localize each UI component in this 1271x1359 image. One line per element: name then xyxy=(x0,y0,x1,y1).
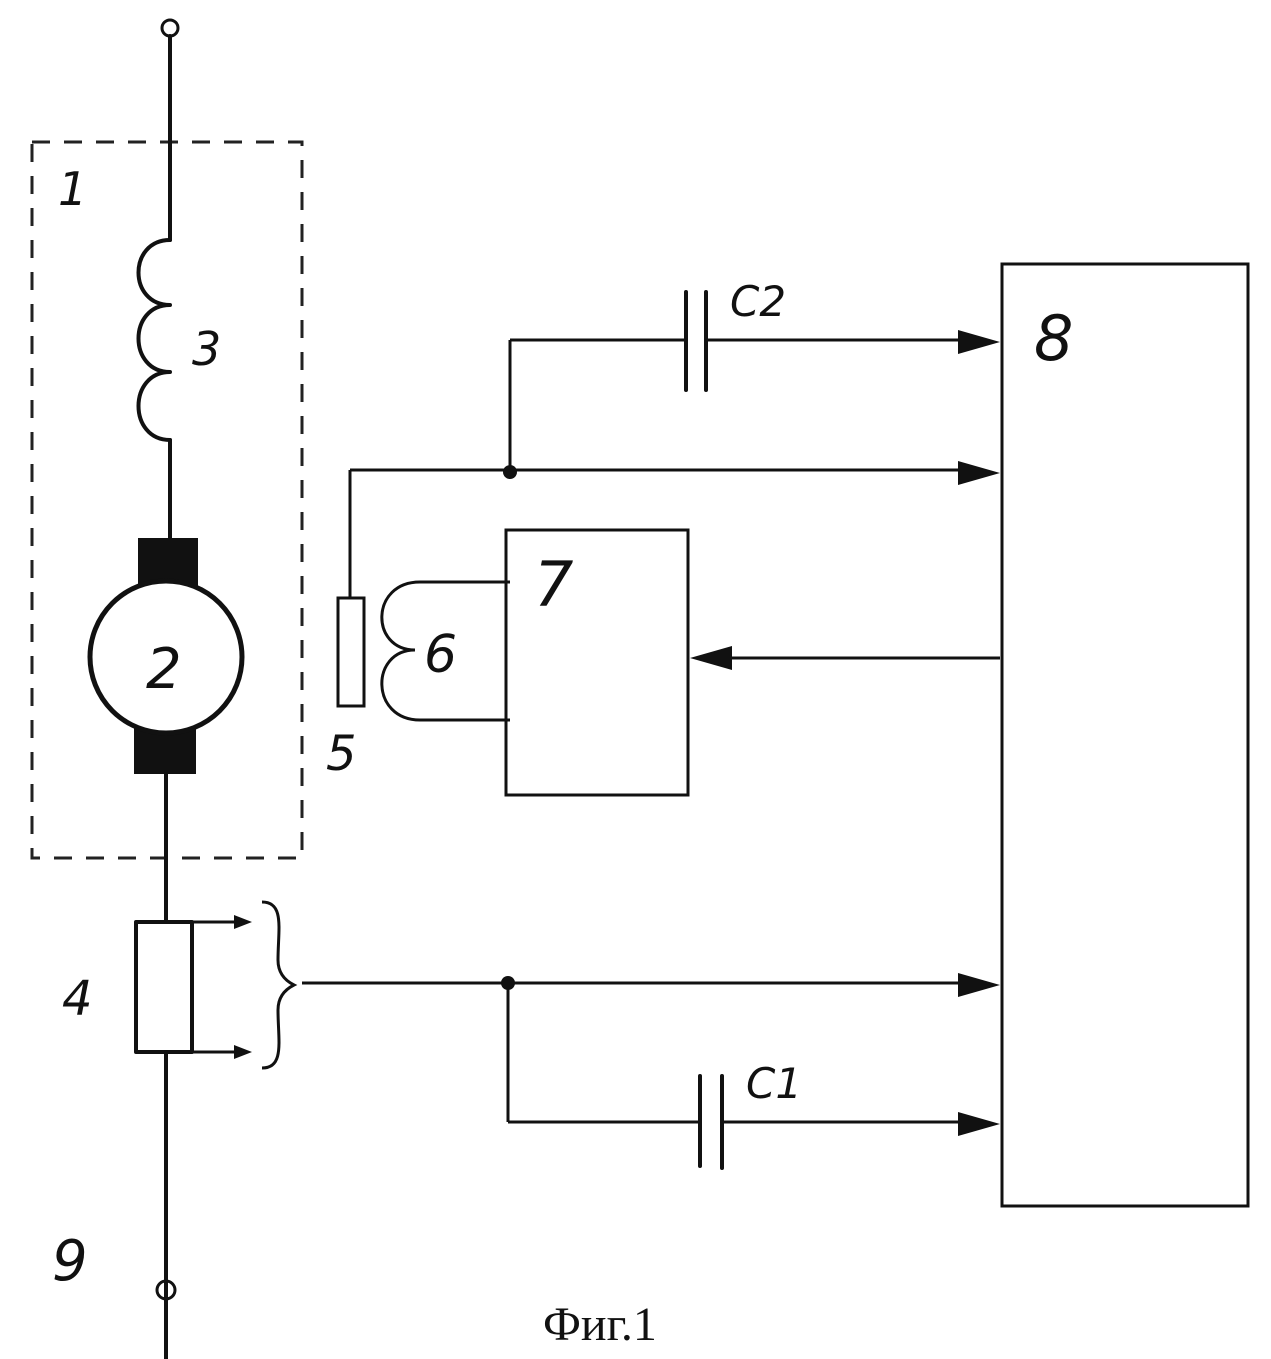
label-element-5: 5 xyxy=(326,726,357,782)
figure-caption: Фиг.1 xyxy=(543,1298,657,1351)
arrow-sensor-bottom xyxy=(234,1045,252,1059)
label-coil-3: 3 xyxy=(192,322,221,376)
label-capacitor-c2: C2 xyxy=(730,277,786,326)
coil-3 xyxy=(139,240,171,440)
label-terminal-9: 9 xyxy=(52,1229,88,1294)
arrow-upper-into-8 xyxy=(958,461,1000,485)
arrow-c2-into-8 xyxy=(958,330,1000,354)
brace xyxy=(262,902,294,1068)
arrow-into-7 xyxy=(690,646,732,670)
label-capacitor-c1: C1 xyxy=(746,1059,802,1108)
element-5 xyxy=(338,598,364,706)
label-block-7: 7 xyxy=(534,548,573,621)
label-block-8: 8 xyxy=(1034,302,1073,375)
top-terminal xyxy=(162,20,178,36)
arrow-sensor-top xyxy=(234,915,252,929)
block-8 xyxy=(1002,264,1248,1206)
label-block-1: 1 xyxy=(58,162,87,216)
label-sensor-4: 4 xyxy=(62,971,93,1027)
sensor-4 xyxy=(136,922,192,1052)
label-motor-2: 2 xyxy=(146,637,182,702)
arrow-lower-into-8 xyxy=(958,973,1000,997)
arrow-c1-into-8 xyxy=(958,1112,1000,1136)
label-coil-6: 6 xyxy=(424,625,457,685)
